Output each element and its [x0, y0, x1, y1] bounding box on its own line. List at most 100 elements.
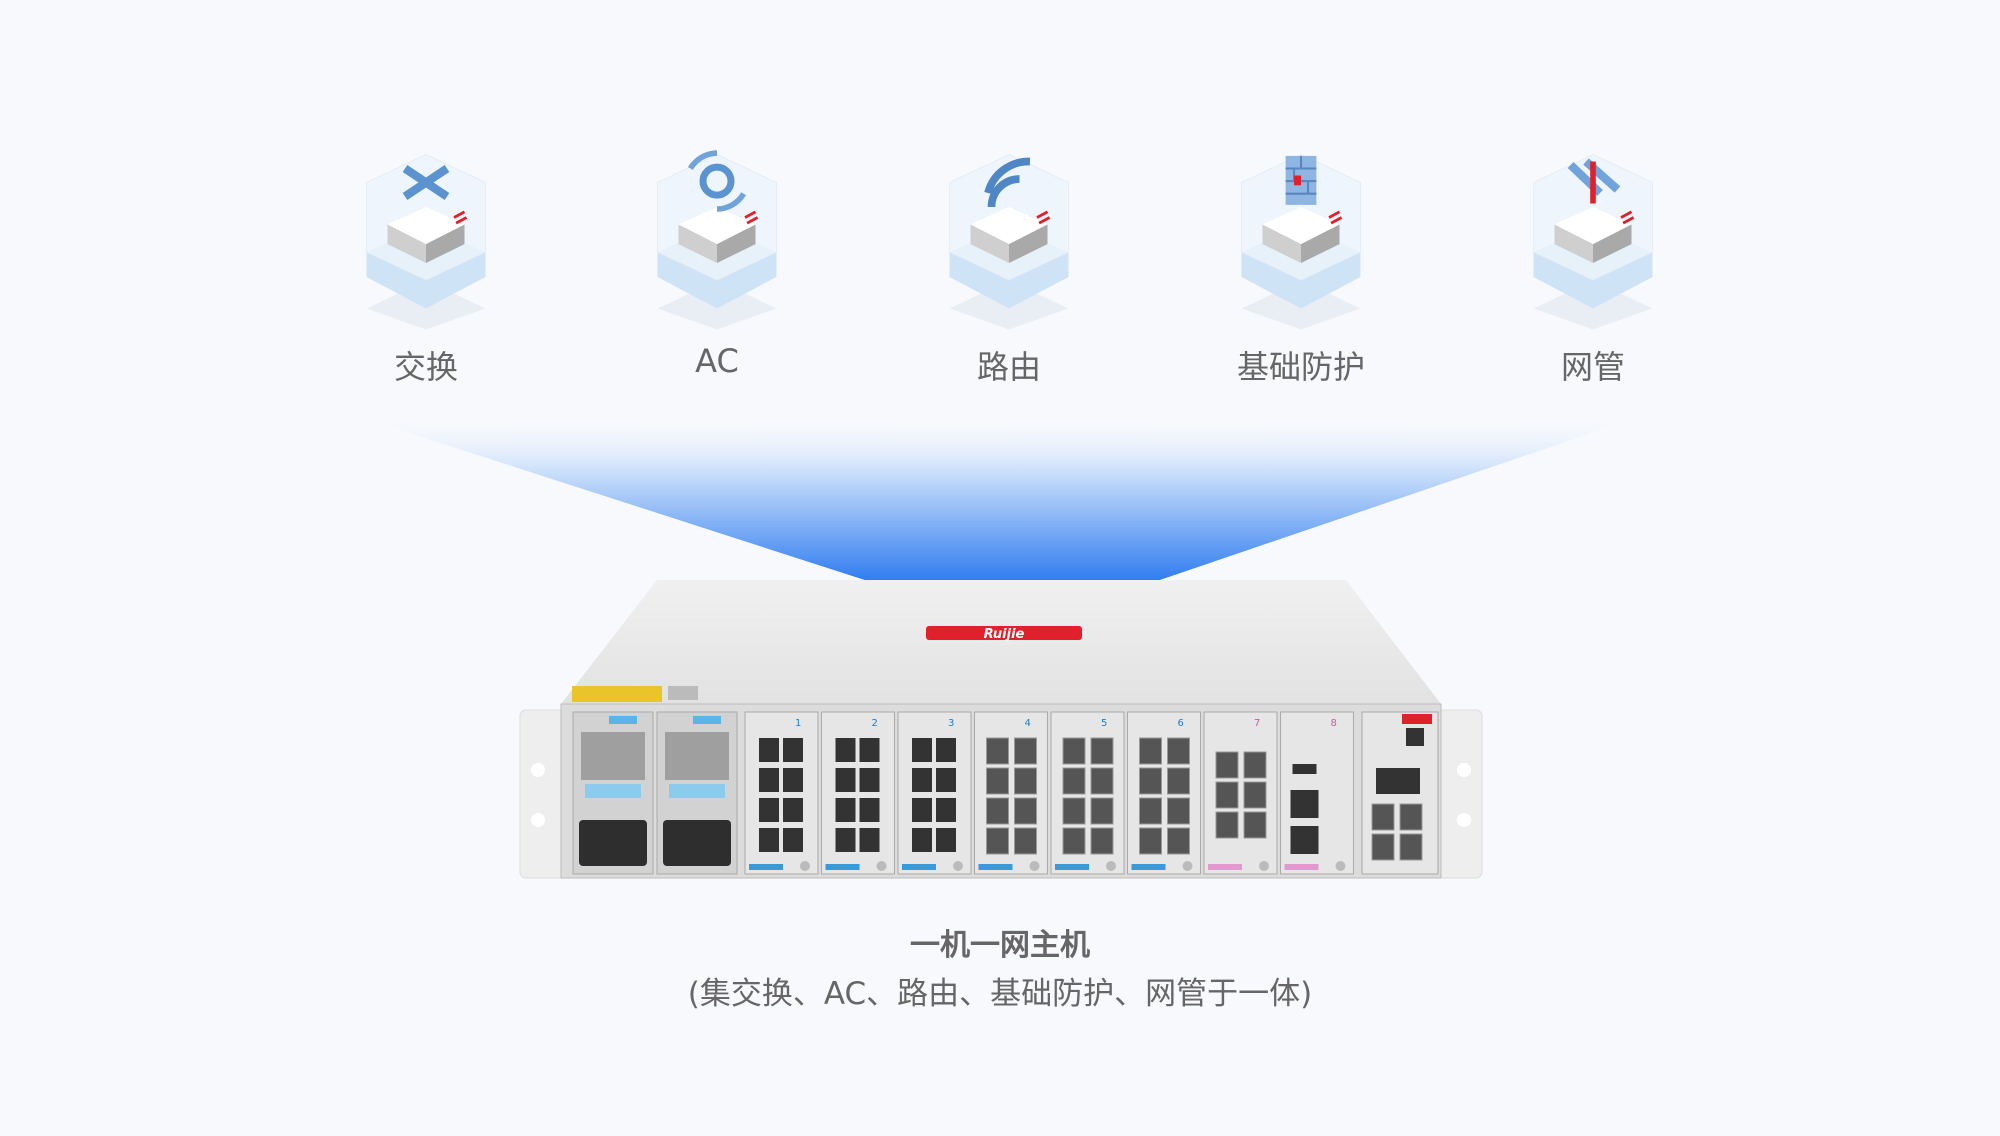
rack-ear-left — [519, 709, 565, 879]
thumbscrew — [1029, 861, 1040, 871]
line-card-slot-3: 3 — [897, 711, 972, 875]
rj45-port[interactable] — [912, 798, 932, 822]
slot-number: 6 — [1178, 718, 1184, 729]
sfp-port[interactable] — [1139, 797, 1162, 825]
sfp-port[interactable] — [1399, 803, 1423, 831]
brand-badge — [1402, 714, 1432, 724]
thumbscrew — [1106, 861, 1116, 871]
thumbscrew — [1259, 861, 1269, 871]
slot-number: 1 — [795, 718, 801, 729]
feature-label: 网管 — [1560, 348, 1625, 386]
sfp-port[interactable] — [1167, 797, 1190, 825]
sfp-port[interactable] — [986, 827, 1009, 855]
rj45-port[interactable] — [759, 738, 779, 762]
sfp-port[interactable] — [1062, 737, 1086, 765]
line-card-slot-7: 7 — [1203, 711, 1278, 875]
sfp-port[interactable] — [1371, 833, 1395, 861]
rj45-port[interactable] — [783, 768, 803, 792]
rj45-port[interactable] — [759, 828, 779, 852]
router-icon — [949, 154, 1069, 330]
rj45-port[interactable] — [783, 828, 803, 852]
sfp-port[interactable] — [1243, 781, 1267, 809]
supervisor-module — [1361, 711, 1439, 875]
feature-label: 基础防护 — [1236, 348, 1365, 386]
console-port[interactable] — [1290, 826, 1319, 854]
line-card-slot-1: 1 — [744, 711, 819, 875]
sfp-port[interactable] — [1139, 827, 1162, 855]
caption-subtitle: (集交换、AC、路由、基础防护、网管于一体) — [687, 976, 1313, 1012]
rj45-port[interactable] — [912, 828, 932, 852]
sfp-port[interactable] — [986, 737, 1009, 765]
thumbscrew — [876, 861, 887, 871]
rj45-port[interactable] — [859, 828, 880, 852]
power-supply-module — [572, 711, 654, 875]
sfp-port[interactable] — [1139, 737, 1162, 765]
line-card-slot-2: 2 — [821, 711, 895, 875]
sfp-port[interactable] — [1090, 797, 1114, 825]
sfp-port[interactable] — [1062, 797, 1086, 825]
slot-number: 8 — [1331, 718, 1337, 729]
rj45-port[interactable] — [936, 798, 956, 822]
rj45-port[interactable] — [759, 798, 779, 822]
switch-icon — [366, 154, 486, 330]
sfp-port[interactable] — [1371, 803, 1395, 831]
rj45-port[interactable] — [835, 798, 856, 822]
sfp-port[interactable] — [1014, 737, 1037, 765]
sfp-port[interactable] — [986, 797, 1009, 825]
sfp-port[interactable] — [1062, 827, 1086, 855]
rj45-port[interactable] — [859, 798, 880, 822]
sfp-port[interactable] — [1062, 767, 1086, 795]
sfp-port[interactable] — [1014, 797, 1037, 825]
rj45-port[interactable] — [835, 738, 856, 762]
sfp-port[interactable] — [1215, 751, 1239, 779]
sfp-port[interactable] — [1215, 811, 1239, 839]
usb-port[interactable] — [1292, 764, 1317, 774]
sfp-port[interactable] — [1167, 737, 1190, 765]
rj45-port[interactable] — [835, 828, 856, 852]
sfp-port[interactable] — [1014, 767, 1037, 795]
rj45-port[interactable] — [936, 738, 956, 762]
sfp-port[interactable] — [1090, 767, 1114, 795]
rj45-port[interactable] — [936, 768, 956, 792]
sfp-port[interactable] — [1399, 833, 1423, 861]
rj45-port[interactable] — [859, 768, 880, 792]
sfp-port[interactable] — [1139, 767, 1162, 795]
chassis-top — [561, 580, 1441, 704]
rack-ear-right — [1437, 709, 1483, 879]
sfp-port[interactable] — [1167, 767, 1190, 795]
sfp-port[interactable] — [1243, 751, 1267, 779]
psu-label — [585, 784, 641, 798]
qr-code — [1406, 728, 1424, 746]
line-card-slot-4: 4 — [974, 711, 1048, 875]
rj45-port[interactable] — [912, 738, 932, 762]
sfp-port[interactable] — [1167, 827, 1190, 855]
slot-number: 2 — [872, 718, 878, 729]
mgmt-port[interactable] — [1290, 790, 1319, 818]
warning-label — [572, 686, 662, 702]
sfp-port[interactable] — [1090, 737, 1114, 765]
rj45-port[interactable] — [936, 828, 956, 852]
sfp-port[interactable] — [986, 767, 1009, 795]
thumbscrew — [1335, 861, 1346, 871]
line-card-slot-8: 8 — [1280, 711, 1354, 875]
caption-title: 一机一网主机 — [910, 928, 1090, 963]
thumbscrew — [1182, 861, 1193, 871]
sfp-port[interactable] — [1090, 827, 1114, 855]
console-port[interactable] — [1376, 768, 1420, 794]
rj45-port[interactable] — [759, 768, 779, 792]
sfp-port[interactable] — [1215, 781, 1239, 809]
power-socket — [663, 820, 731, 866]
slot-number: 5 — [1101, 718, 1107, 729]
firewall-icon — [1241, 154, 1361, 330]
feature-2: AC — [617, 140, 817, 380]
rj45-port[interactable] — [783, 798, 803, 822]
network-management-icon — [1533, 154, 1653, 330]
psu-label — [669, 784, 725, 798]
rj45-port[interactable] — [835, 768, 856, 792]
feature-1: 交换 — [326, 140, 526, 388]
rj45-port[interactable] — [783, 738, 803, 762]
rj45-port[interactable] — [859, 738, 880, 762]
rj45-port[interactable] — [912, 768, 932, 792]
sfp-port[interactable] — [1243, 811, 1267, 839]
sfp-port[interactable] — [1014, 827, 1037, 855]
